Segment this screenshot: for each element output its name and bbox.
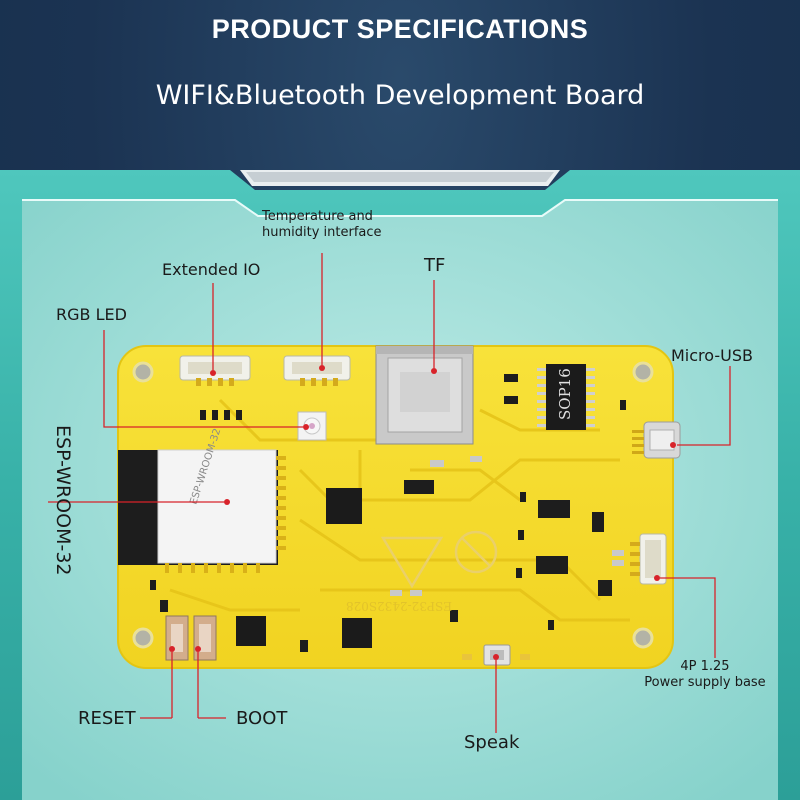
qfn-chip <box>236 616 266 646</box>
pcb-board: ESP-WROOM-32 <box>117 345 681 669</box>
page-title: PRODUCT SPECIFICATIONS <box>211 14 589 44</box>
leader-dot <box>319 365 325 371</box>
label-tf: TF <box>424 255 446 276</box>
page-subtitle: WIFI&Bluetooth Development Board <box>155 80 645 111</box>
leader-dot <box>195 646 201 652</box>
mount-hole <box>132 627 154 649</box>
rgb-led <box>297 411 327 441</box>
label-power-supply: 4P 1.25 Power supply base <box>641 659 769 691</box>
esp-wroom-module: ESP-WROOM-32 <box>118 427 286 573</box>
label-reset: RESET <box>78 708 136 729</box>
micro-usb-connector <box>632 421 681 459</box>
leader-dot <box>224 499 230 505</box>
small-components <box>150 374 626 652</box>
label-power-line2: Power supply base <box>644 675 766 690</box>
tf-card-slot <box>375 345 474 445</box>
leader-dot <box>210 370 216 376</box>
label-speak: Speak <box>464 732 520 753</box>
leader-dot <box>654 575 660 581</box>
qfn-chip <box>326 488 362 524</box>
sop16-chip: SOP16 <box>537 364 595 430</box>
leader-dot <box>493 654 499 660</box>
label-temp-humidity: Temperature and humidity interface <box>262 209 382 241</box>
label-temp-humidity-line2: humidity interface <box>262 225 382 240</box>
mount-hole <box>632 361 654 383</box>
sop16-marking: SOP16 <box>556 368 574 420</box>
label-rgb-led: RGB LED <box>56 305 127 324</box>
temp-humidity-connector <box>283 355 351 386</box>
leader-dot <box>169 646 175 652</box>
label-micro-usb: Micro-USB <box>671 346 753 365</box>
reset-button-part <box>165 615 189 661</box>
label-extended-io: Extended IO <box>162 260 261 279</box>
leader-dot <box>670 442 676 448</box>
boot-button-part <box>193 615 217 661</box>
label-esp-wroom: ESP-WROOM-32 <box>52 425 74 576</box>
leader-lines <box>48 253 731 733</box>
certification-marks <box>380 530 498 589</box>
leader-dot <box>303 424 309 430</box>
qfn-chip <box>342 618 372 648</box>
extended-io-connector <box>179 355 251 386</box>
leader-dot <box>431 368 437 374</box>
power-supply-connector <box>630 533 667 585</box>
mount-hole <box>132 361 154 383</box>
board-marking: ESP32-2432S028 <box>346 599 452 613</box>
mount-hole <box>632 627 654 649</box>
label-power-line1: 4P 1.25 <box>680 659 730 674</box>
label-temp-humidity-line1: Temperature and <box>262 209 373 224</box>
label-boot: BOOT <box>236 708 288 729</box>
